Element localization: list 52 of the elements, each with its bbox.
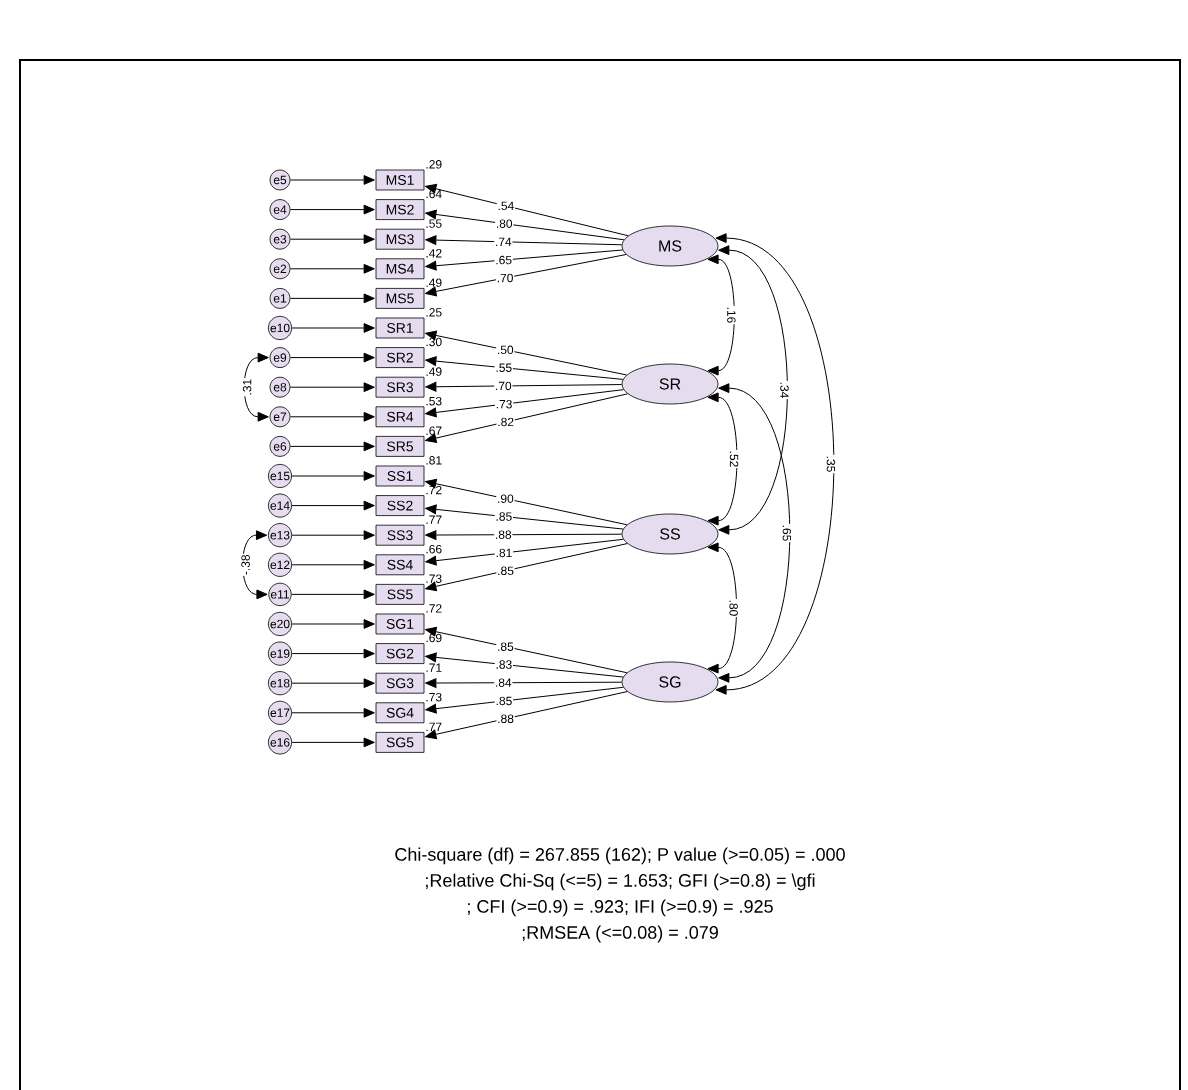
arrow (291, 619, 375, 629)
arrow (425, 530, 623, 540)
arrow (289, 263, 375, 274)
arrow (291, 589, 375, 600)
arrow (707, 254, 735, 376)
arrow (425, 183, 629, 237)
arrow (425, 678, 623, 688)
arrow (289, 382, 375, 393)
arrow (425, 543, 628, 592)
arrow (291, 737, 375, 748)
arrow (425, 686, 624, 714)
arrow (291, 707, 375, 718)
arrow (289, 175, 375, 185)
statistics-line: ; CFI (>=0.9) = .923; IFI (>=0.9) = .925 (468, 899, 773, 917)
arrow (425, 538, 624, 566)
arrow (291, 530, 375, 541)
arrow (243, 352, 269, 422)
arrow (425, 626, 628, 674)
arrow (291, 559, 375, 570)
arrow (425, 652, 624, 678)
arrow (289, 204, 375, 215)
arrow (715, 233, 835, 695)
arrow (718, 245, 788, 535)
arrow (425, 254, 627, 297)
arrow (291, 471, 375, 481)
arrow (718, 383, 791, 683)
arrow (425, 691, 628, 740)
arrow (425, 209, 625, 241)
arrow (425, 504, 624, 530)
arrow (291, 648, 375, 659)
arrow (242, 530, 268, 600)
arrow (289, 293, 375, 304)
arrow (707, 542, 738, 674)
arrow (291, 323, 375, 333)
arrow (425, 381, 623, 392)
arrow (289, 234, 375, 245)
arrow (425, 356, 624, 380)
arrow (289, 352, 375, 363)
statistics-line: Chi-square (df) = 267.855 (162); P value (>=0.05) = .000 (395, 847, 845, 865)
arrow (707, 392, 738, 526)
arrow (425, 393, 629, 443)
arrow (425, 389, 624, 418)
arrow (291, 500, 375, 511)
statistics-line: ;RMSEA (<=0.08) = .079 (522, 925, 718, 943)
arrow (291, 678, 375, 689)
arrow (425, 330, 628, 376)
arrow (289, 441, 375, 452)
arrow (425, 478, 628, 526)
arrow (289, 411, 375, 422)
statistics-line: ;Relative Chi-Sq (<=5) = 1.653; GFI (>=0.8) = \gfi (426, 873, 815, 891)
arrow (425, 249, 624, 271)
arrow (425, 235, 623, 246)
